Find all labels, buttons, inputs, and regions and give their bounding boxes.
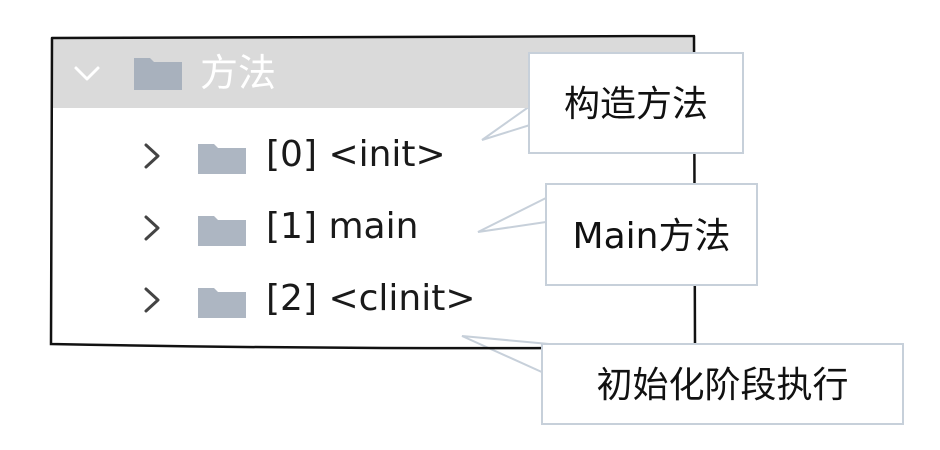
- tree-node-label: [1] main: [266, 206, 419, 247]
- folder-icon: [198, 216, 246, 246]
- callout-text: 构造方法: [563, 84, 708, 125]
- chevron-right-icon[interactable]: [140, 212, 164, 244]
- chevron-down-icon[interactable]: [72, 58, 102, 88]
- folder-icon: [198, 144, 246, 174]
- folder-icon: [134, 58, 182, 90]
- callout-text: 初始化阶段执行: [596, 365, 849, 406]
- tree-node-label: [0] <init>: [266, 134, 446, 175]
- callout-main-method: Main方法: [545, 183, 758, 286]
- chevron-right-icon[interactable]: [140, 284, 164, 316]
- tree-node-label: 方法: [200, 51, 277, 95]
- callout-constructor: 构造方法: [528, 52, 744, 154]
- chevron-right-icon[interactable]: [140, 140, 164, 172]
- folder-icon: [198, 288, 246, 318]
- tree-node-label: [2] <clinit>: [266, 278, 476, 319]
- callout-class-init: 初始化阶段执行: [541, 343, 904, 425]
- callout-text: Main方法: [572, 216, 731, 257]
